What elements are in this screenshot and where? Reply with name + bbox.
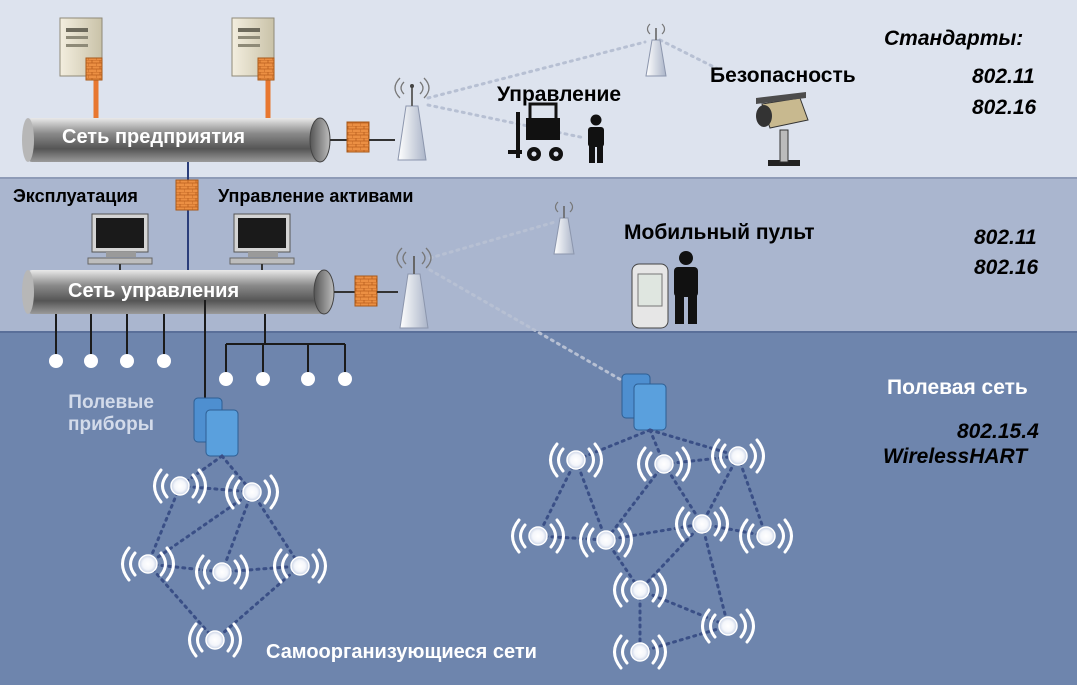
gateway-icon [621,373,667,431]
access-point-icon [553,201,575,255]
operation-label: Эксплуатация [13,186,138,206]
access-point-icon [396,247,432,329]
control-network-label: Сеть управления [68,280,240,302]
wireless-node-icon [739,518,793,554]
wireless-node-icon [188,622,242,658]
wireless-node-icon [511,518,565,554]
person-icon [674,251,698,324]
wireless-node-icon [273,548,327,584]
forklift-icon [508,102,563,161]
access-point-icon [394,77,430,161]
monitor-icon [87,213,153,270]
field-devices-line-1: Полевые [68,392,154,413]
firewall-icon [346,121,370,153]
mobile-console-label: Мобильный пульт [624,221,815,244]
person-icon [588,114,604,163]
wireless-node-icon [711,438,765,474]
wireless-node-icon [225,474,279,510]
handheld-terminal-icon [631,263,669,329]
mesh-network-label: Самоорганизующиеся сети [266,641,537,663]
server-icon [231,17,275,120]
wireless-node-icon [121,546,175,582]
field-devices-line-2: приборы [68,414,154,435]
wireless-node-icon [637,446,691,482]
security-label: Безопасность [710,64,856,87]
server-icon [59,17,103,120]
wireless-node-icon [701,608,755,644]
standards-title: Стандарты: [884,27,1024,50]
wireless-node-icon [549,442,603,478]
control-network-pipe [22,269,335,315]
enterprise-network-label: Сеть предприятия [62,126,246,148]
wired-field-device [49,354,352,386]
standard-middle-2: 802.16 [974,256,1039,279]
wireless-node-icon [153,468,207,504]
security-camera-icon [756,92,809,166]
field-network-label: Полевая сеть [887,376,1028,399]
monitor-icon [229,213,295,270]
wireless-node-icon [613,572,667,608]
mesh-nodes [121,438,793,670]
standard-middle-1: 802.11 [974,226,1037,249]
asset-management-label: Управление активами [218,186,414,206]
standard-bottom-1: 802.15.4 [957,420,1039,443]
wireless-node-icon [579,522,633,558]
field-band [0,332,1077,685]
field-devices-label: Полевые приборы [68,392,154,436]
wireless-node-icon [675,506,729,542]
firewall-icon [175,179,199,211]
wireless-node-icon [195,554,249,590]
standard-bottom-2: WirelessHART [883,445,1028,468]
gateway-icon [193,397,239,457]
wireless-node-icon [613,634,667,670]
access-point-icon [645,23,667,77]
standard-top-1: 802.11 [972,65,1035,88]
control-label: Управление [497,83,622,106]
firewall-icon [354,275,378,307]
standard-top-2: 802.16 [972,96,1037,119]
